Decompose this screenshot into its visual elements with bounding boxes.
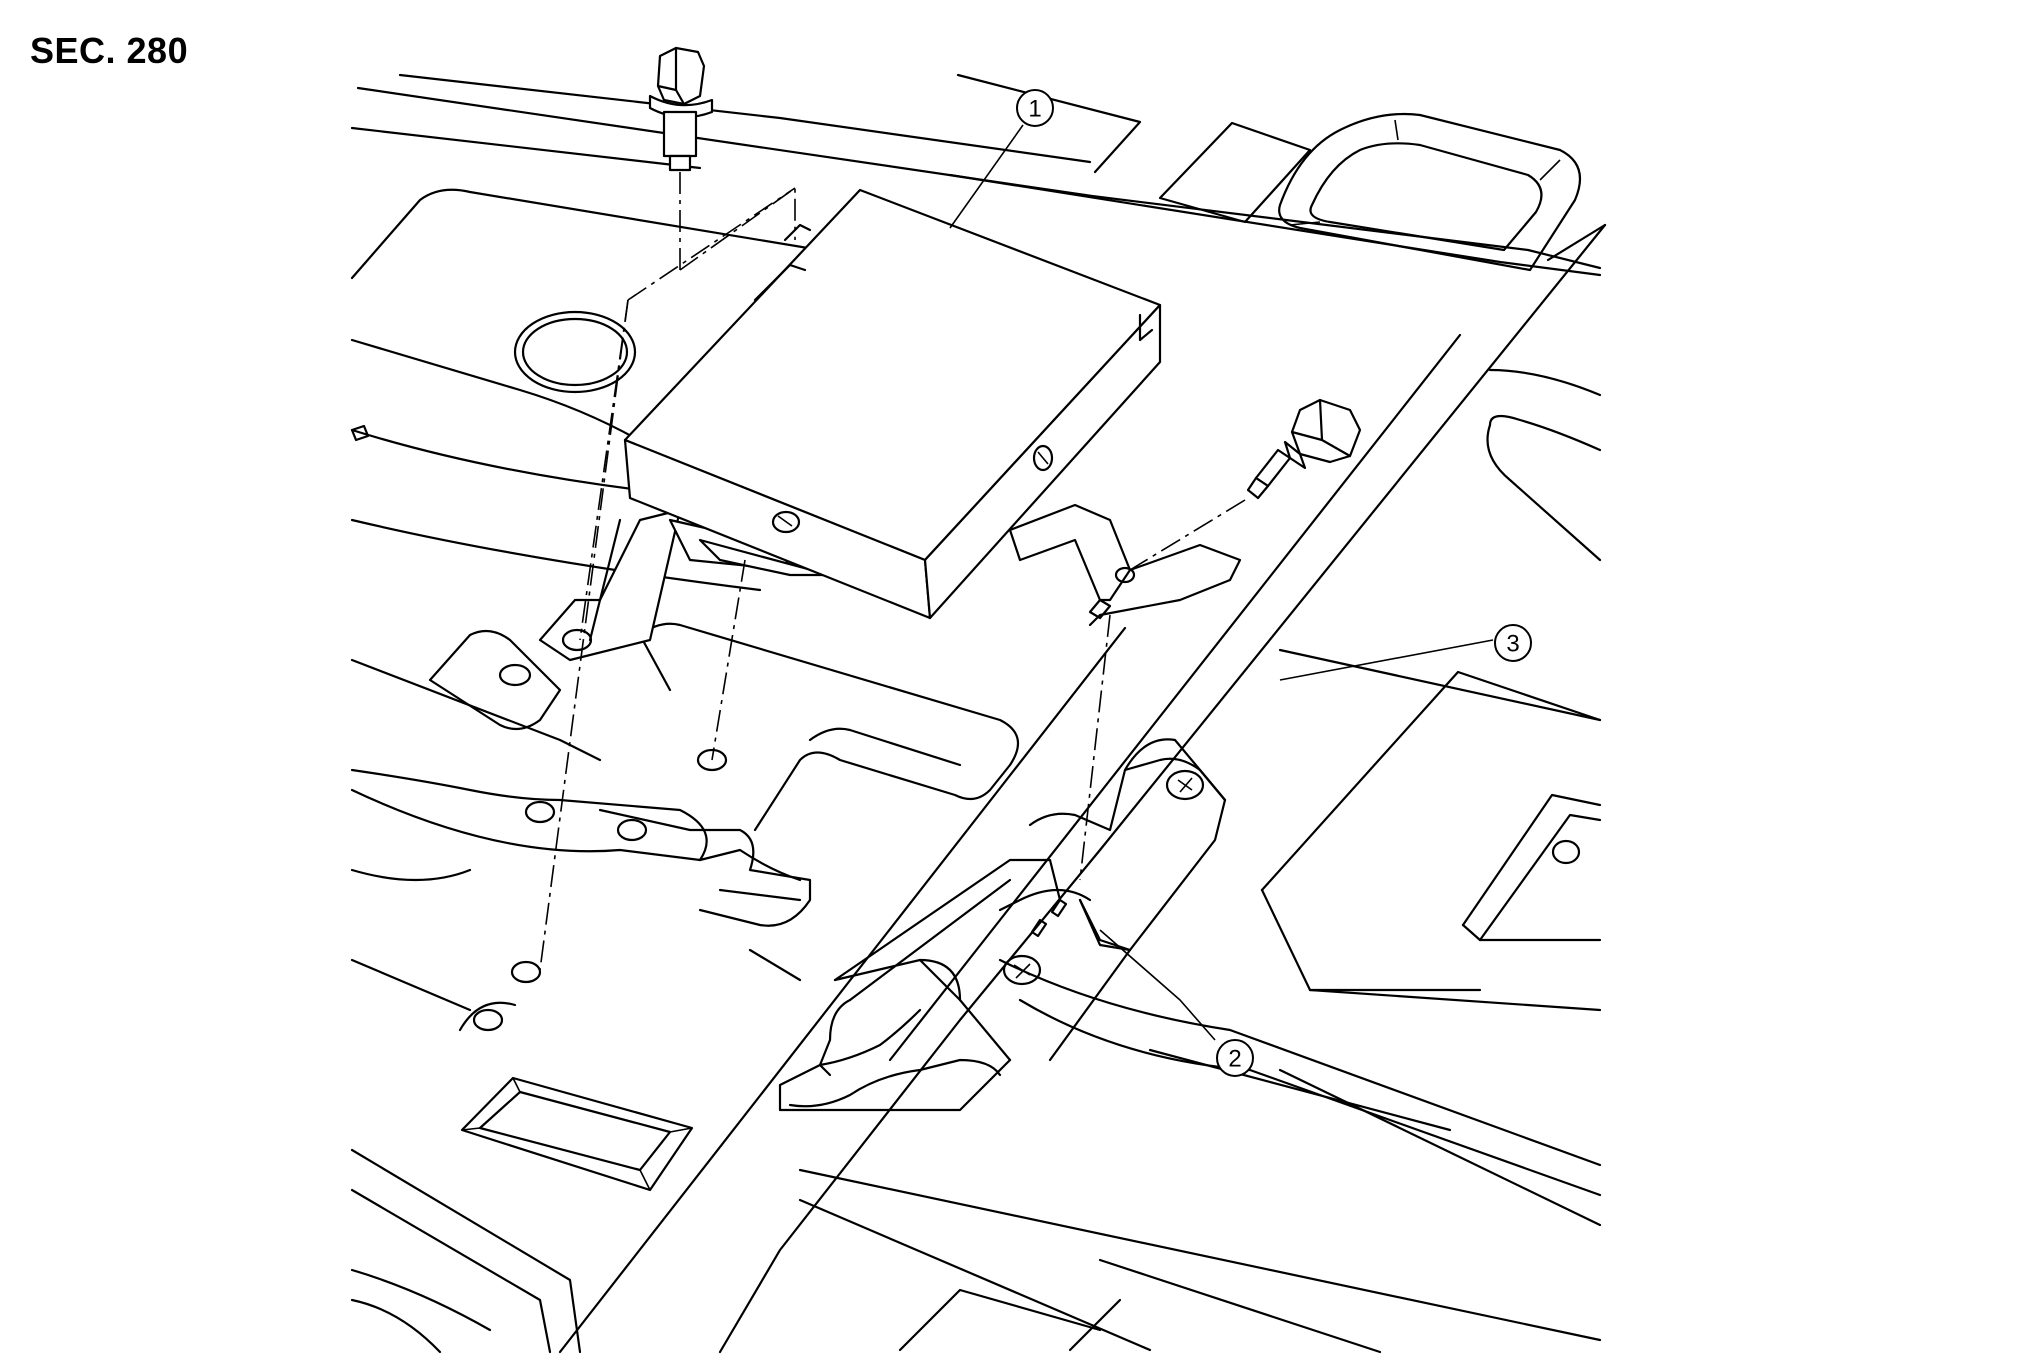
callout-2-label: 2 (1228, 1046, 1241, 1073)
callout-3: 3 (1494, 624, 1532, 662)
floor-panel (350, 73, 1607, 1354)
fastener-lines (539, 172, 1246, 971)
bolt-right (1246, 398, 1362, 500)
leader-lines (949, 124, 1494, 1041)
callout-3-label: 3 (1506, 631, 1519, 658)
bracket-2 (778, 738, 1227, 1112)
callout-1-label: 1 (1028, 96, 1041, 123)
callout-2: 2 (1216, 1039, 1254, 1077)
control-unit-1 (538, 188, 1242, 662)
callout-1: 1 (1016, 89, 1054, 127)
section-label: SEC. 280 (30, 30, 189, 71)
bolt-top-left (648, 46, 714, 172)
